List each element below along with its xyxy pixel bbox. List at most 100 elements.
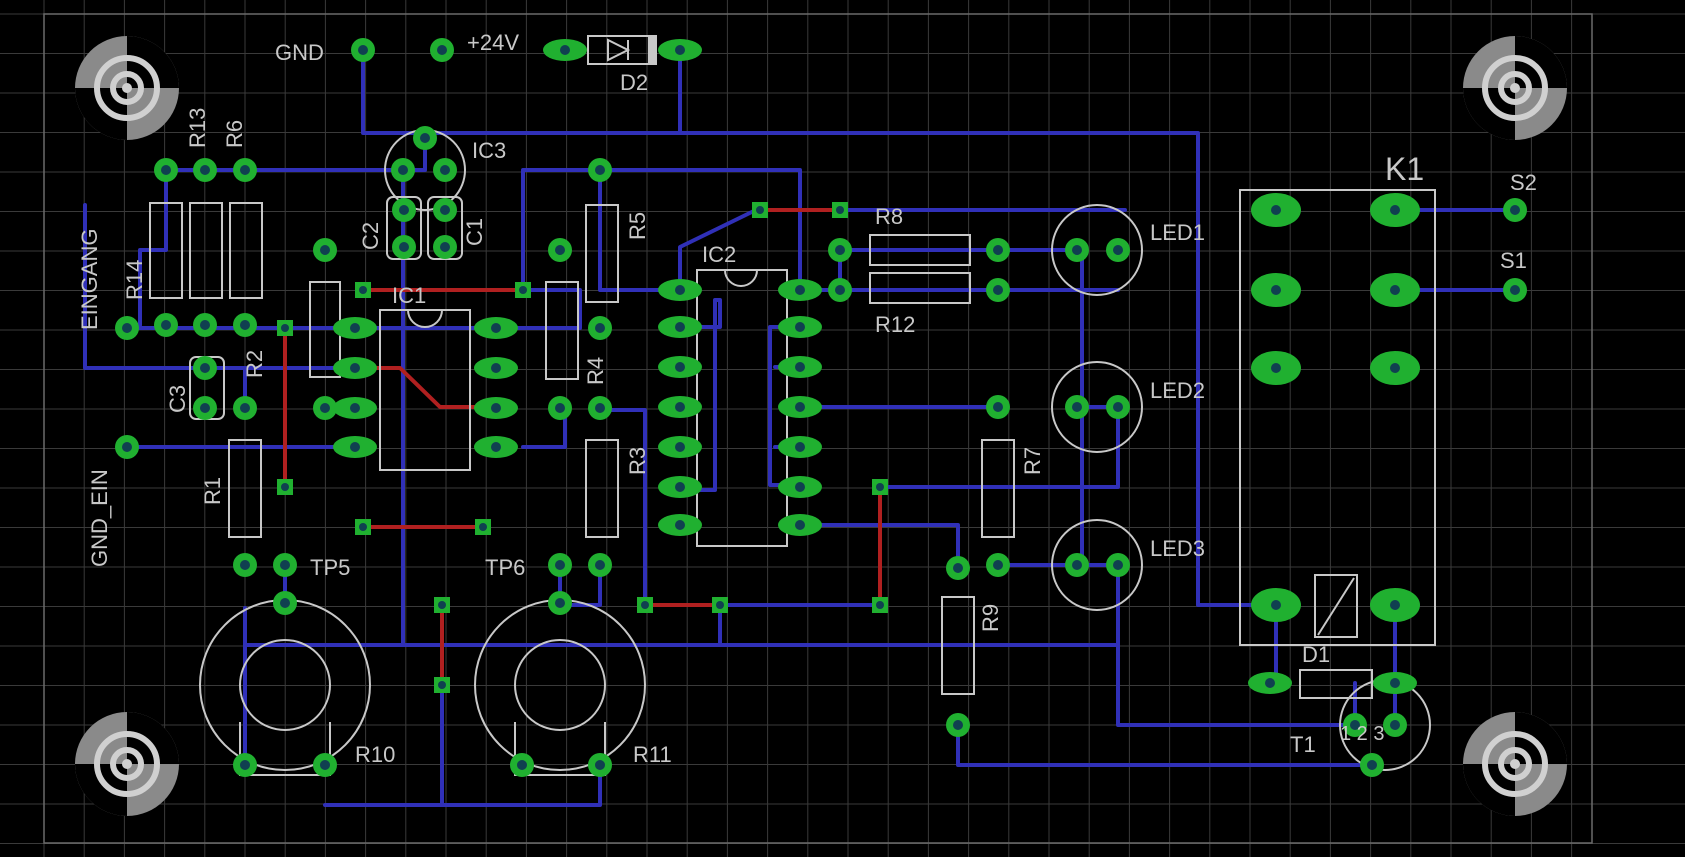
label-d1: D1: [1302, 642, 1330, 667]
label-r14: R14: [122, 260, 147, 300]
label-led3: LED3: [1150, 536, 1205, 561]
drill-hole: [1390, 285, 1400, 295]
mounting-hole-top-left: [75, 36, 179, 140]
label-s2: S2: [1510, 170, 1537, 195]
drill-hole: [1072, 245, 1082, 255]
label-r2: R2: [242, 350, 267, 378]
drill-hole: [993, 402, 1003, 412]
label-led2: LED2: [1150, 378, 1205, 403]
drill-hole: [398, 165, 408, 175]
component-labels: GND +24V D2 IC3 R13 R6 R14 EINGANG C2 C1…: [77, 30, 1537, 767]
drill-hole: [440, 205, 450, 215]
drill-hole: [350, 442, 360, 452]
drill-hole: [280, 598, 290, 608]
label-c1: C1: [462, 218, 487, 246]
drill-hole: [320, 760, 330, 770]
drill-hole: [876, 601, 884, 609]
drill-hole: [122, 323, 132, 333]
label-k1: K1: [1385, 151, 1424, 187]
drill-hole: [420, 133, 430, 143]
drill-hole: [555, 403, 565, 413]
drill-hole: [1390, 600, 1400, 610]
drill-hole: [1072, 560, 1082, 570]
mounting-hole-bottom-left: [75, 712, 179, 816]
drill-hole: [795, 285, 805, 295]
drill-hole: [1265, 678, 1275, 688]
drill-hole: [517, 760, 527, 770]
drill-hole: [1113, 245, 1123, 255]
drill-hole: [795, 402, 805, 412]
drill-hole: [1113, 402, 1123, 412]
drill-hole: [555, 245, 565, 255]
drill-hole: [1510, 205, 1520, 215]
drill-hole: [795, 520, 805, 530]
drill-hole: [437, 45, 447, 55]
drill-hole: [491, 363, 501, 373]
drill-hole: [560, 45, 570, 55]
label-ic1: IC1: [392, 283, 426, 308]
drill-hole: [595, 165, 605, 175]
drill-hole: [1510, 285, 1520, 295]
drill-hole: [491, 442, 501, 452]
drill-hole: [359, 523, 367, 531]
label-r3: R3: [625, 447, 650, 475]
drill-hole: [675, 362, 685, 372]
drill-hole: [675, 285, 685, 295]
drill-hole: [675, 402, 685, 412]
drill-hole: [876, 483, 884, 491]
drill-hole: [161, 320, 171, 330]
drill-hole: [1350, 720, 1360, 730]
drill-hole: [200, 320, 210, 330]
drill-hole: [438, 601, 446, 609]
label-r7: R7: [1020, 447, 1045, 475]
label-ic3: IC3: [472, 138, 506, 163]
drill-hole: [1113, 560, 1123, 570]
label-24v: +24V: [467, 30, 519, 55]
label-tp6: TP6: [485, 555, 525, 580]
label-gnd: GND: [275, 40, 324, 65]
label-r10: R10: [355, 742, 395, 767]
drill-hole: [641, 601, 649, 609]
drill-hole: [555, 560, 565, 570]
drill-hole: [795, 442, 805, 452]
label-r11: R11: [633, 742, 672, 767]
mounting-hole-top-right: [1463, 36, 1567, 140]
drill-hole: [1271, 205, 1281, 215]
drill-hole: [122, 442, 132, 452]
drill-hole: [675, 482, 685, 492]
drill-hole: [440, 242, 450, 252]
label-gnd-ein: GND_EIN: [87, 469, 112, 567]
label-ic2: IC2: [702, 242, 736, 267]
label-r12: R12: [875, 312, 915, 337]
drill-hole: [358, 45, 368, 55]
label-r8: R8: [875, 204, 903, 229]
drill-hole: [595, 323, 605, 333]
label-t1: T1: [1290, 732, 1316, 757]
drill-hole: [835, 285, 845, 295]
drill-hole: [1367, 760, 1377, 770]
drill-hole: [519, 286, 527, 294]
drill-hole: [675, 322, 685, 332]
label-c3: C3: [165, 385, 190, 413]
drill-hole: [240, 760, 250, 770]
drill-hole: [280, 560, 290, 570]
label-c2: C2: [358, 222, 383, 250]
drill-hole: [281, 483, 289, 491]
drill-hole: [675, 442, 685, 452]
drill-hole: [200, 165, 210, 175]
label-t1-pins: 1 2 3: [1340, 723, 1384, 745]
drill-hole: [595, 403, 605, 413]
label-r4: R4: [583, 357, 608, 385]
label-eingang: EINGANG: [77, 229, 102, 330]
drill-hole: [716, 601, 724, 609]
drill-hole: [399, 242, 409, 252]
drill-hole: [281, 324, 289, 332]
drill-hole: [479, 523, 487, 531]
drill-hole: [1072, 402, 1082, 412]
drill-hole: [675, 520, 685, 530]
drill-hole: [491, 323, 501, 333]
pads: [115, 38, 1527, 777]
drill-hole: [835, 245, 845, 255]
drill-hole: [240, 320, 250, 330]
board-outline: [43, 13, 1593, 844]
